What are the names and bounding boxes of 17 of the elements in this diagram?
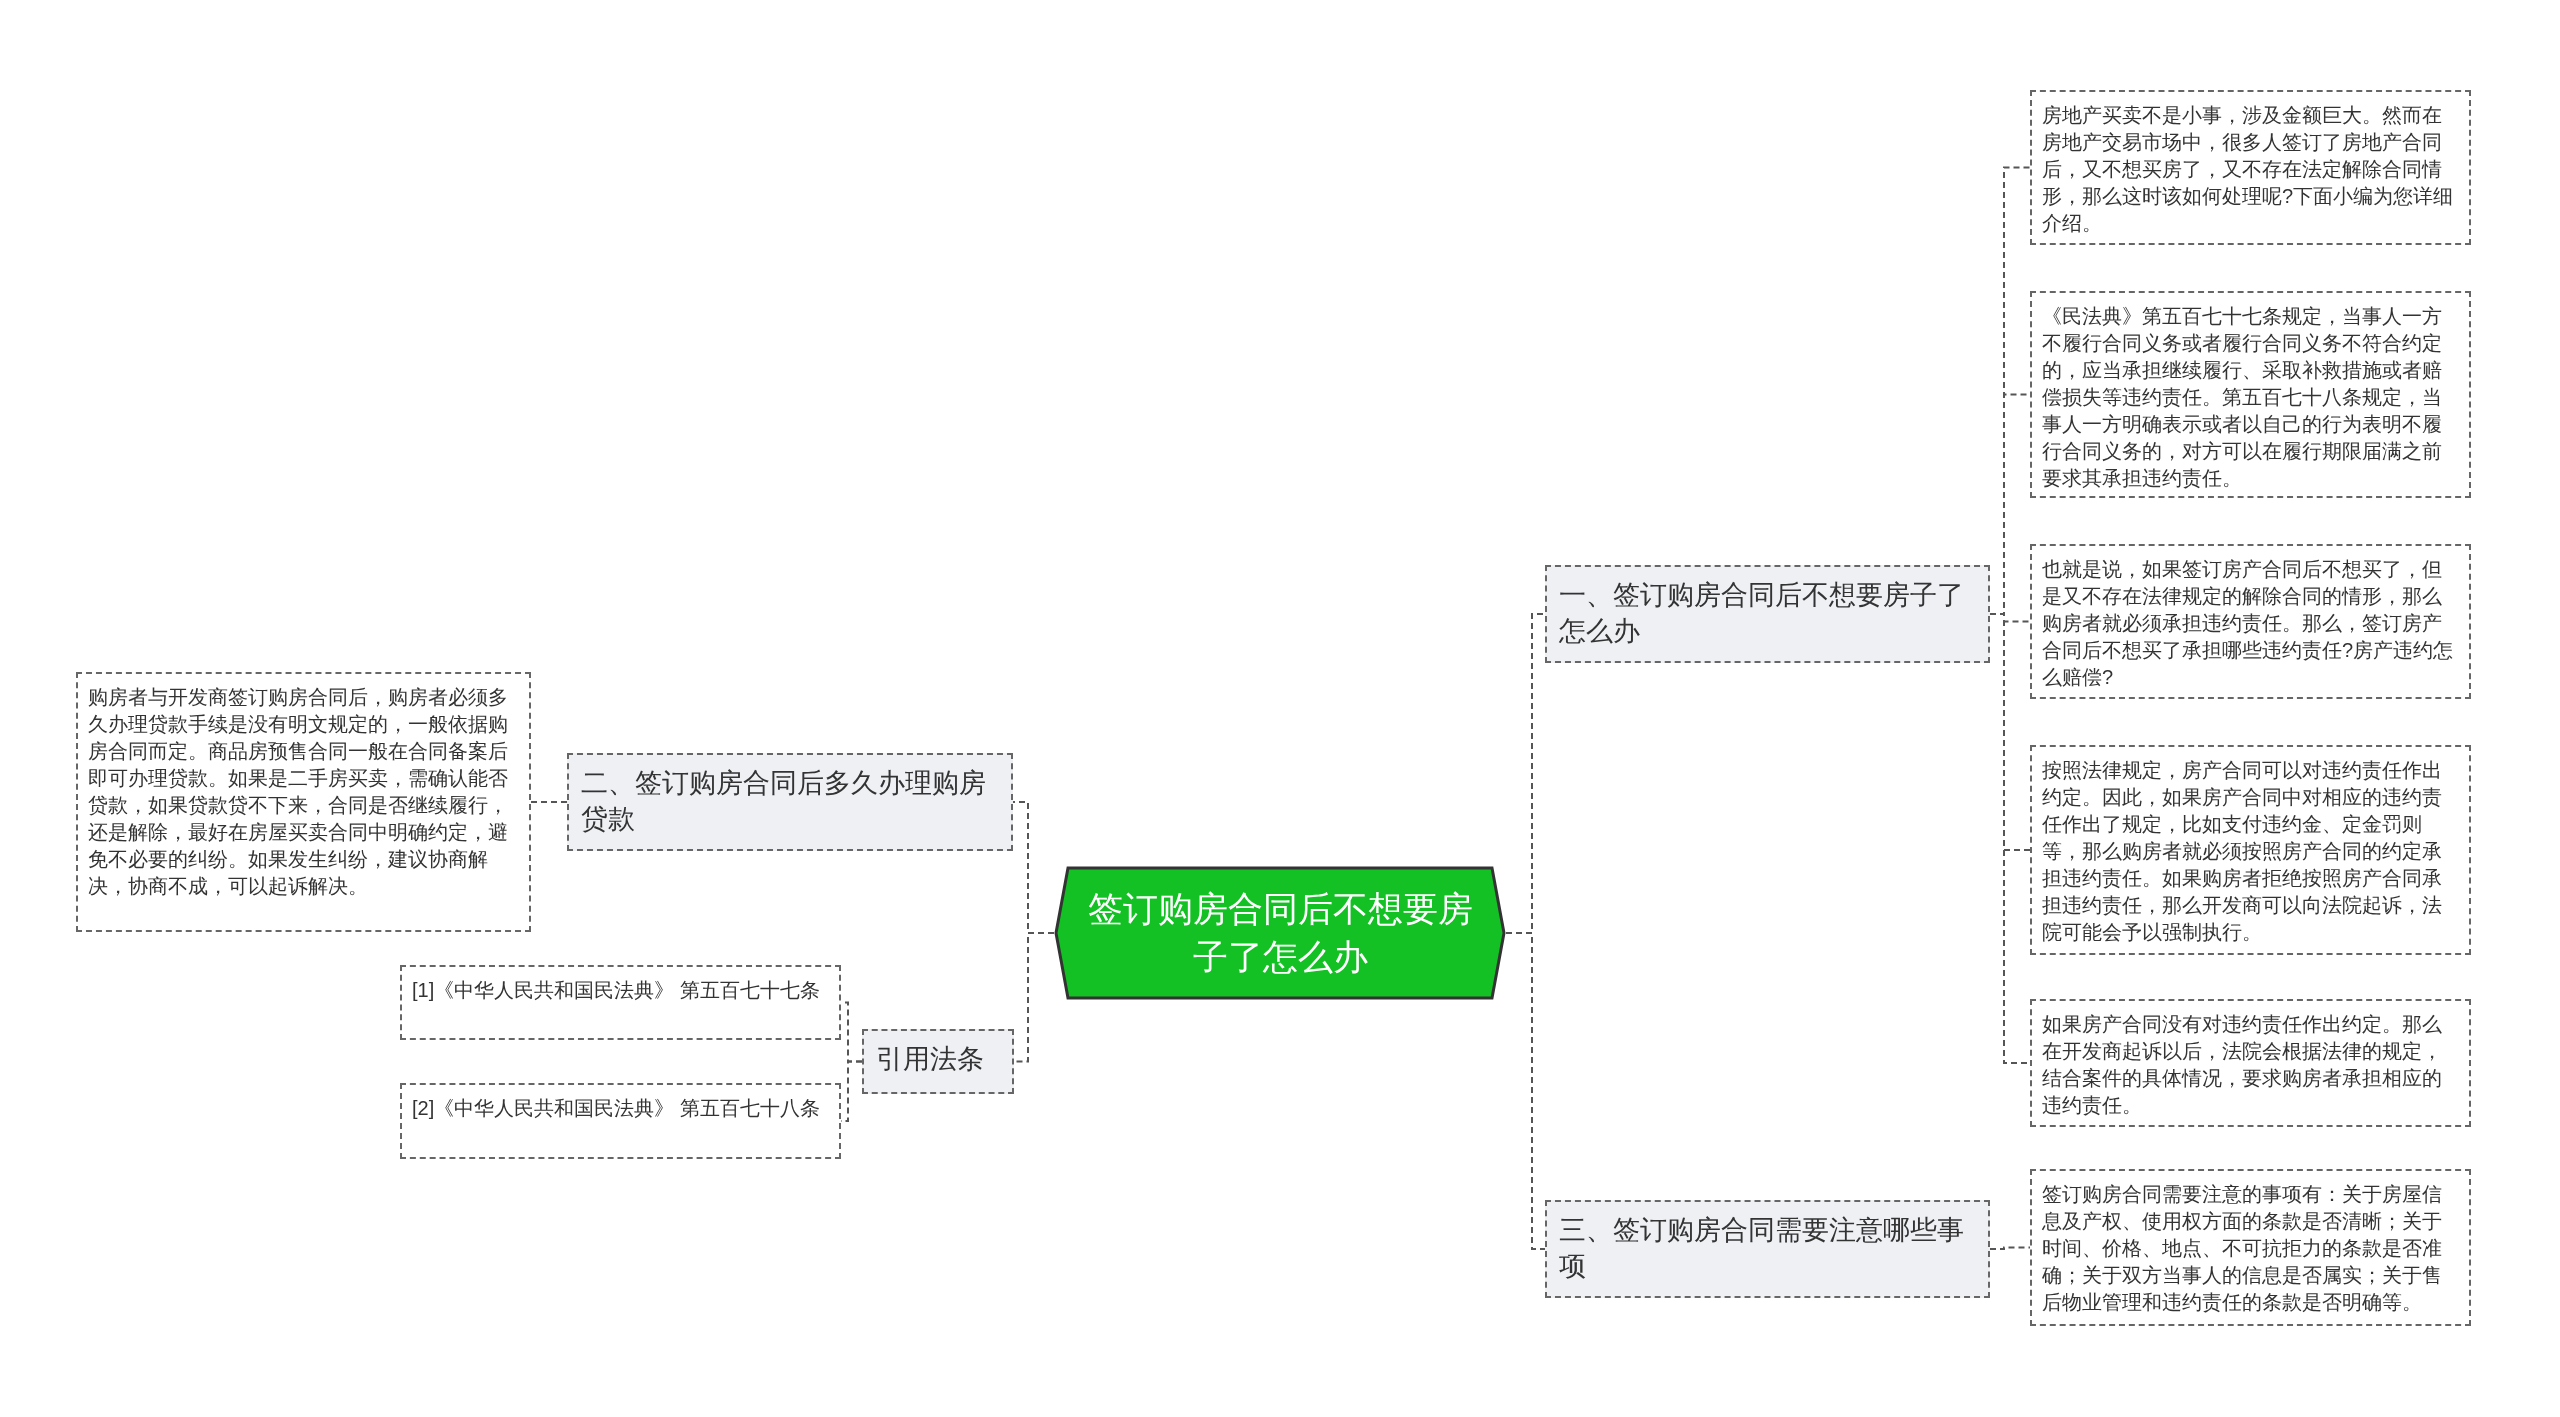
note-box: [2]《中华人民共和国民法典》 第五百七十八条 xyxy=(400,1083,841,1159)
topic-box: 三、签订购房合同需要注意哪些事项 xyxy=(1545,1200,1990,1298)
connector xyxy=(1989,1246,2031,1250)
topic-box: 一、签订购房合同后不想要房子了怎么办 xyxy=(1545,565,1990,663)
central-topic: 签订购房合同后不想要房子了怎么办 xyxy=(1054,866,1506,1000)
note-box: 签订购房合同需要注意的事项有：关于房屋信息及产权、使用权方面的条款是否清晰；关于时间、价格、地点、不可抗拒力的条款是否准确；关于双方当事人的信息是否属实；关于售后物业管理和违约责任的条款是否明确等。 xyxy=(2030,1169,2471,1326)
connector xyxy=(530,801,568,803)
note-box: [1]《中华人民共和国民法典》 第五百七十七条 xyxy=(400,965,841,1040)
note-box: 如果房产合同没有对违约责任作出约定。那么在开发商起诉以后，法院会根据法律的规定，结合案件的具体情况，要求购房者承担相应的违约责任。 xyxy=(2030,999,2471,1127)
topic-box: 二、签订购房合同后多久办理购房贷款 xyxy=(567,753,1013,851)
note-box: 按照法律规定，房产合同可以对违约责任作出约定。因此，如果房产合同中对相应的违约责任作出了规定，比如支付违约金、定金罚则等，那么购房者就必须按照房产合同的约定承担违约责任。如果购房者拒绝按照房产合同承担违约责任，那么开发商可以向法院起诉，法院可能会予以强制执行。 xyxy=(2030,745,2471,955)
note-box: 也就是说，如果签订房产合同后不想买了，但是又不存在法律规定的解除合同的情形，那么购房者就必须承担违约责任。那么，签订房产合同后不想买了承担哪些违约责任?房产违约怎么赔偿? xyxy=(2030,544,2471,699)
connector xyxy=(1505,932,1546,1250)
note-box: 房地产买卖不是小事，涉及金额巨大。然而在房地产交易市场中，很多人签订了房地产合同后，又不想买房了，又不存在法定解除合同情形，那么这时该如何处理呢?下面小编为您详细介绍。 xyxy=(2030,90,2471,245)
topic-box: 引用法条 xyxy=(862,1029,1014,1094)
note-box: 购房者与开发商签订购房合同后，购房者必须多久办理贷款手续是没有明文规定的，一般依据购房合同而定。商品房预售合同一般在合同备案后即可办理贷款。如果是二手房买卖，需确认能否贷款，如果贷款贷不下来，合同是否继续履行，还是解除，最好在房屋买卖合同中明确约定，避免不必要的纠纷。如果发生纠纷，建议协商解决，协商不成，可以起诉解决。 xyxy=(76,672,531,932)
note-box: 《民法典》第五百七十七条规定，当事人一方不履行合同义务或者履行合同义务不符合约定的，应当承担继续履行、采取补救措施或者赔偿损失等违约责任。第五百七十八条规定，当事人一方明确表示或者以自己的行为表明不履行合同义务的，对方可以在履行期限届满之前要求其承担违约责任。 xyxy=(2030,291,2471,498)
